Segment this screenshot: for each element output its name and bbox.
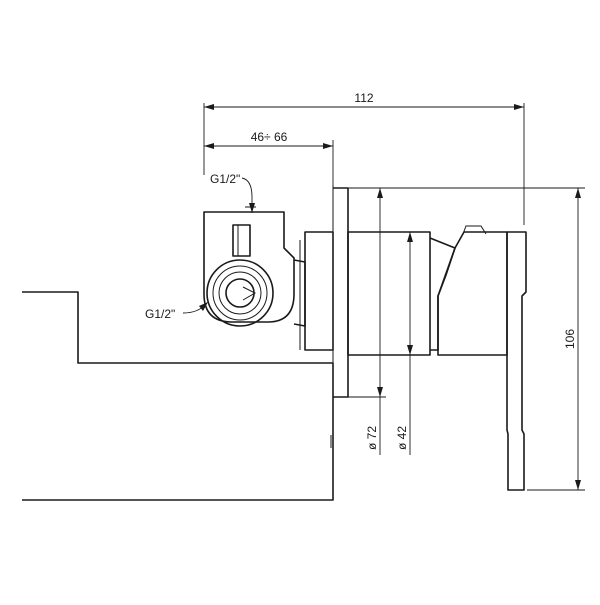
arrow-42-top: [407, 232, 413, 242]
arrow-72-bottom: [377, 387, 383, 397]
top-inlet-slot: [232, 224, 251, 257]
dim-label-72: ø 72: [365, 426, 379, 450]
arrow-side-connection: [199, 302, 208, 311]
dim-label-42: ø 42: [395, 426, 409, 450]
side-connection-bore: [225, 278, 255, 308]
side-connection-mid-ring: [212, 265, 268, 321]
side-connection-key: [242, 286, 257, 301]
arrow-106-bottom: [575, 480, 581, 490]
arrow-72-top: [377, 188, 383, 198]
arrow-112-left: [204, 104, 214, 110]
callout-side-connection: G1/2": [145, 307, 175, 321]
dimension-lines: [182, 103, 585, 491]
wall-section: [22, 291, 334, 501]
arrow-106-top: [575, 188, 581, 198]
arrow-top-connection: [249, 203, 255, 213]
wall-plate: [333, 187, 349, 398]
arrow-112-right: [514, 104, 524, 110]
dim-label-106: 106: [563, 329, 577, 349]
mixer-assembly: [333, 187, 527, 491]
callout-top-connection: G1/2": [210, 172, 240, 186]
dim-label-46-66: 46÷ 66: [251, 130, 288, 144]
body-housing: [203, 211, 295, 323]
sleeve: [304, 231, 334, 351]
mixer-body: [347, 231, 431, 356]
lever-hub: [437, 231, 508, 356]
built-in-body: [203, 206, 334, 351]
arrow-46-right: [323, 143, 333, 149]
leader-top-connection: [241, 177, 253, 213]
arrow-46-left: [204, 143, 214, 149]
side-connection-outer-ring: [206, 259, 274, 327]
body-neck: [429, 237, 456, 351]
lever-handle: [506, 231, 527, 491]
side-connection-inner-ring: [218, 271, 262, 315]
arrow-42-bottom: [407, 345, 413, 355]
lever-pin: [462, 225, 487, 235]
dim-label-112: 112: [354, 91, 373, 105]
